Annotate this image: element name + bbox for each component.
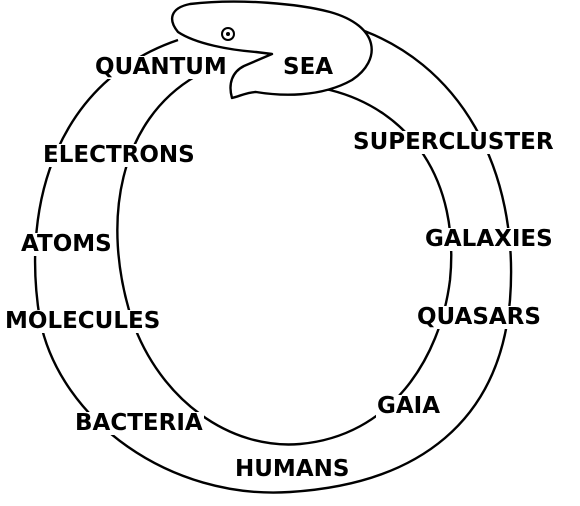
label-supercluster: SUPERCLUSTER [352, 131, 555, 154]
label-electrons: ELECTRONS [42, 144, 196, 167]
label-humans: HUMANS [234, 458, 350, 481]
label-sea: SEA [282, 56, 334, 79]
label-quasars: QUASARS [416, 306, 542, 329]
serpent-head [172, 2, 372, 98]
label-bacteria: BACTERIA [74, 412, 204, 435]
label-galaxies: GALAXIES [424, 228, 554, 251]
serpent-pupil-icon [226, 32, 230, 36]
label-molecules: MOLECULES [4, 310, 161, 333]
label-gaia: GAIA [376, 395, 441, 418]
label-quantum: QUANTUM [94, 56, 228, 79]
label-atoms: ATOMS [20, 233, 113, 256]
